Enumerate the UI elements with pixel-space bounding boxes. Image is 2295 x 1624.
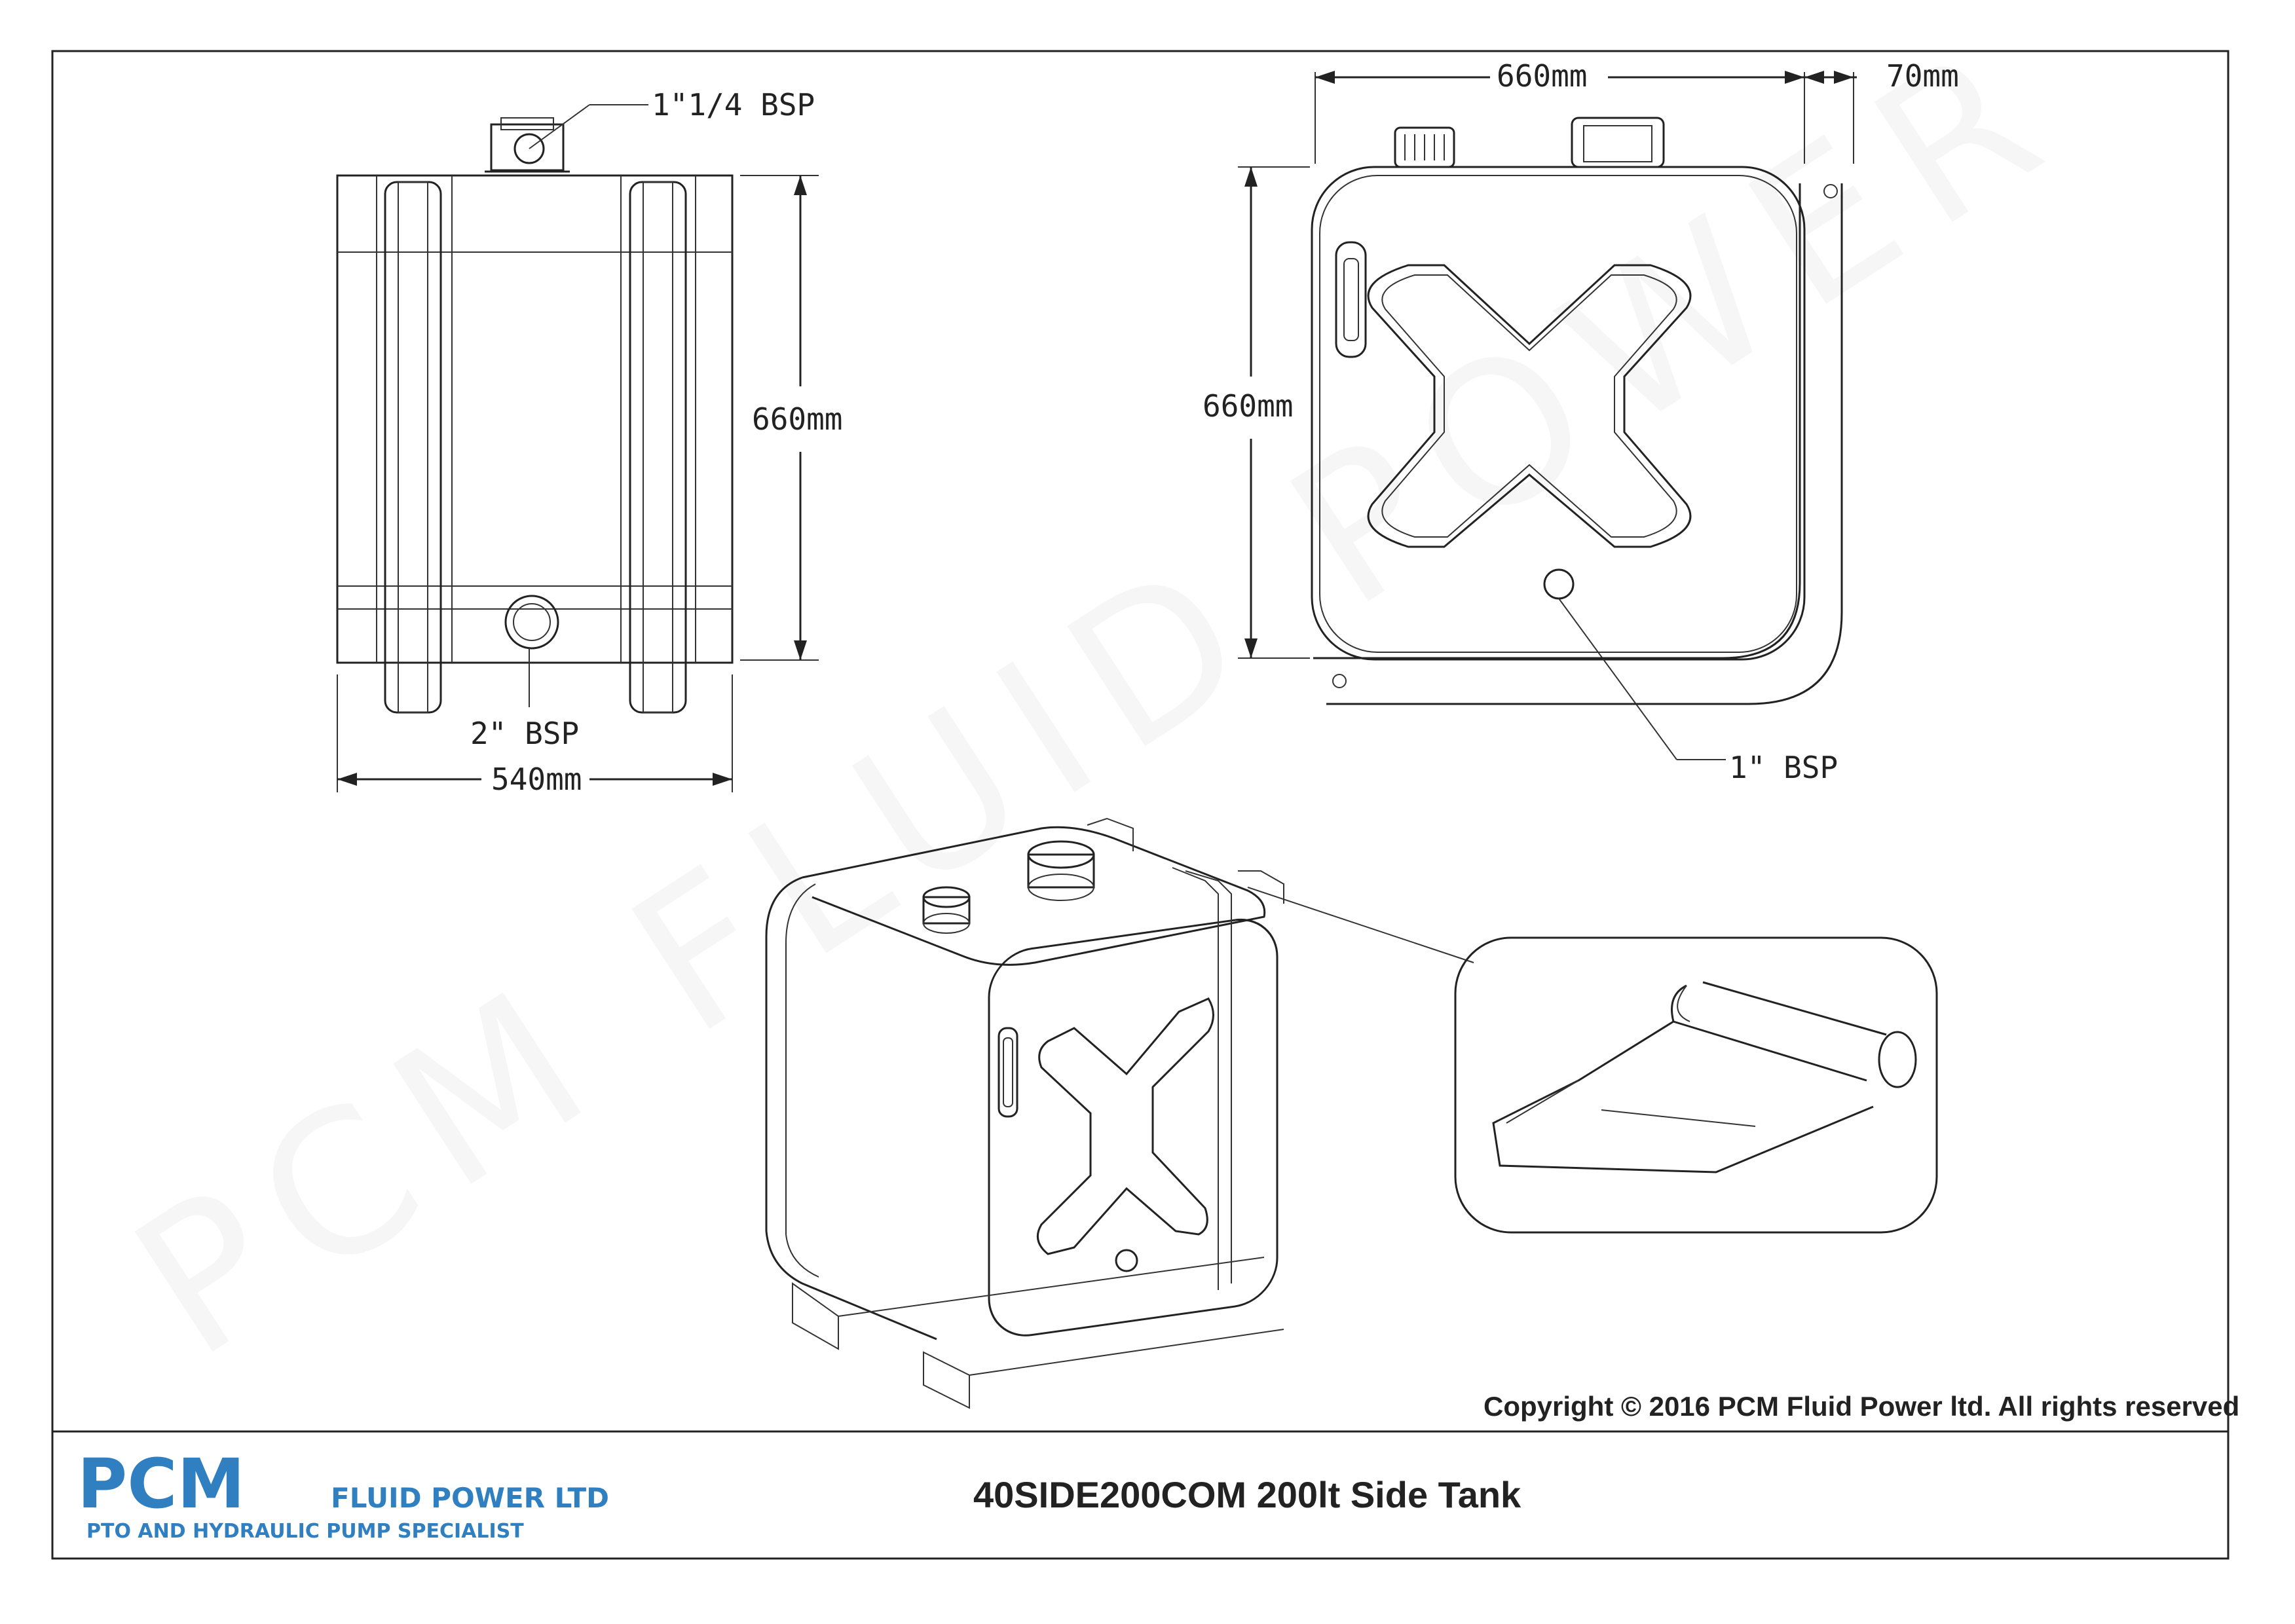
- logo-line1: FLUID POWER LTD: [331, 1482, 609, 1514]
- drawing-title: 40SIDE200COM 200lt Side Tank: [973, 1474, 1521, 1515]
- logo-brand: PCM: [77, 1444, 245, 1524]
- side-bracket-label: 70mm: [1886, 58, 1959, 94]
- front-inlet-port-label: 1"1/4 BSP: [652, 87, 815, 122]
- hinge-detail-callout: [1454, 936, 1938, 1234]
- side-height-label: 660mm: [1203, 388, 1293, 424]
- watermark: PCM FLUID POWER: [98, 0, 2099, 1401]
- logo-line2: PTO AND HYDRAULIC PUMP SPECIALIST: [86, 1520, 524, 1543]
- isometric-view: [765, 817, 1474, 1409]
- sheet-border: [51, 50, 2230, 1560]
- front-bottom-port-label: 2" BSP: [470, 716, 579, 751]
- front-height-label: 660mm: [752, 401, 842, 437]
- front-width-label: 540mm: [491, 762, 582, 797]
- copyright-notice: Copyright © 2016 PCM Fluid Power ltd. Al…: [1483, 1391, 2239, 1422]
- side-view: [1238, 71, 1857, 760]
- company-logo: PCM FLUID POWER LTD PTO AND HYDRAULIC PU…: [77, 1444, 609, 1543]
- side-drain-port-label: 1" BSP: [1729, 750, 1838, 785]
- front-view: [336, 104, 819, 792]
- side-width-label: 660mm: [1497, 58, 1587, 94]
